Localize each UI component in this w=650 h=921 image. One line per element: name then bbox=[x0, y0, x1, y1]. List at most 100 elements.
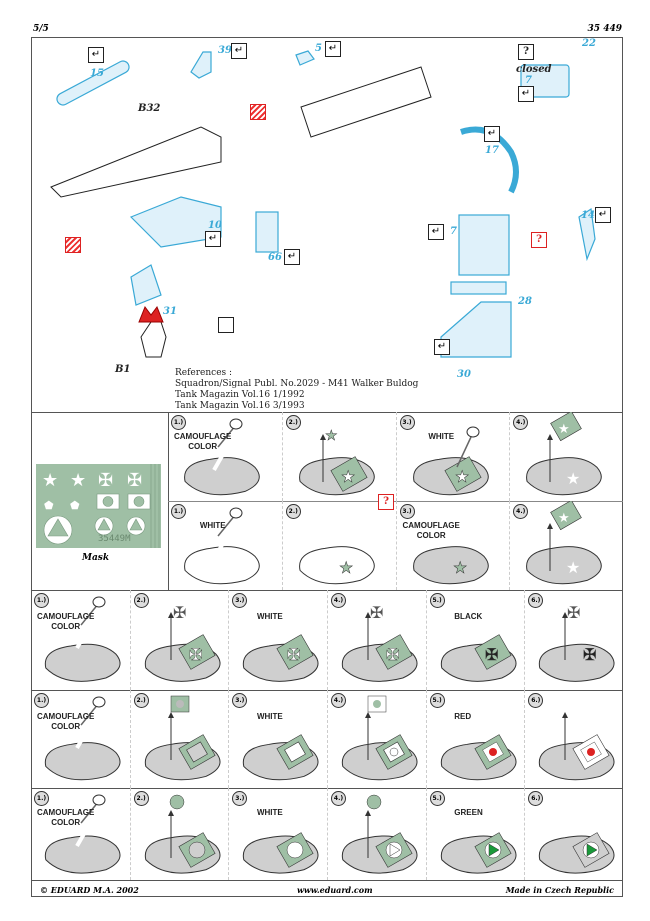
step-number: 1.) bbox=[171, 504, 186, 519]
step-illustration: ✠ bbox=[440, 634, 517, 682]
step-illustration bbox=[144, 695, 221, 781]
step-illustration: ✠✠ bbox=[341, 603, 418, 682]
step-number: 2.) bbox=[133, 693, 149, 708]
painting-step: 4.) bbox=[327, 788, 427, 880]
step-illustration: ★ bbox=[298, 546, 375, 585]
painting-step: ★★ 4.) bbox=[509, 412, 624, 501]
reference-line: Tank Magazin Vol.16 1/1992 bbox=[175, 390, 305, 400]
painting-step: 2.) bbox=[129, 690, 230, 788]
step-illustration: ★★ bbox=[526, 412, 603, 496]
step-color-label: WHITE bbox=[256, 808, 283, 818]
step-number: 1.) bbox=[34, 693, 49, 708]
step-number: 3.) bbox=[232, 593, 248, 608]
part-b1-red bbox=[138, 305, 164, 323]
step-color-label: BLACK bbox=[454, 612, 483, 621]
kit-number: 35 449 bbox=[587, 24, 622, 34]
svg-text:✠: ✠ bbox=[98, 470, 113, 491]
step-number: 5.) bbox=[429, 593, 445, 608]
svg-text:★: ★ bbox=[339, 558, 353, 577]
step-number: 4.) bbox=[331, 593, 346, 608]
painting-step: 2.) bbox=[129, 788, 230, 880]
bend-icon: ↵ bbox=[484, 126, 500, 142]
bend-icon: ↵ bbox=[205, 231, 221, 247]
step-number: 3.) bbox=[399, 504, 415, 519]
bend-icon: ↵ bbox=[325, 41, 341, 57]
instruction-frame bbox=[31, 37, 623, 897]
bend-icon: ↵ bbox=[595, 207, 611, 223]
svg-text:★: ★ bbox=[341, 467, 355, 486]
step-number: 2.) bbox=[133, 791, 149, 806]
step-number: 4.) bbox=[513, 415, 529, 430]
step-illustration bbox=[341, 695, 418, 781]
step-illustration bbox=[184, 507, 260, 585]
painting-step: ★★ 2.) bbox=[281, 412, 397, 501]
step-number: 6.) bbox=[528, 791, 544, 806]
painting-step: 4.) bbox=[327, 690, 427, 788]
step-illustration bbox=[243, 734, 319, 781]
step-illustration: ✠✠ bbox=[144, 603, 221, 682]
step-illustration: ★ bbox=[412, 426, 489, 496]
svg-text:⬟: ⬟ bbox=[70, 499, 80, 512]
part-label-39: 39 bbox=[218, 45, 232, 56]
svg-text:★: ★ bbox=[566, 469, 580, 488]
step-illustration bbox=[440, 734, 517, 781]
part-b1-base bbox=[140, 321, 167, 358]
painting-step: 1.) CAMOUFLAGE COLOR bbox=[168, 412, 282, 501]
references: References : Squadron/Signal Publ. No.20… bbox=[175, 368, 418, 412]
part-label-15: 15 bbox=[90, 68, 104, 79]
svg-text:✠: ✠ bbox=[386, 645, 399, 664]
step-number: 1.) bbox=[34, 791, 49, 806]
bend-icon: ↵ bbox=[428, 224, 444, 240]
step-illustration bbox=[440, 832, 517, 874]
part-label-14: 14 bbox=[581, 210, 595, 221]
part-label-22: 22 bbox=[582, 38, 596, 49]
step-illustration: ★ bbox=[412, 546, 489, 585]
step-illustration bbox=[341, 794, 418, 874]
painting-step: ✠ 3.) WHITE bbox=[228, 590, 328, 690]
step-illustration bbox=[539, 832, 615, 874]
part-label-66: 66 bbox=[268, 252, 282, 263]
painting-step: 1.) CAMOUFLAGE COLOR bbox=[31, 690, 130, 788]
painting-step: ✠✠ 4.) bbox=[327, 590, 427, 690]
bend-icon: ↵ bbox=[284, 249, 300, 265]
painting-step: ★★ 4.) bbox=[509, 501, 624, 590]
step-illustration bbox=[44, 696, 121, 781]
step-color-label: WHITE bbox=[256, 612, 283, 621]
bend-icon: ↵ bbox=[231, 43, 247, 59]
reference-line: Squadron/Signal Publ. No.2029 - M41 Walk… bbox=[175, 379, 419, 389]
svg-text:★: ★ bbox=[70, 470, 86, 491]
paint-red-icon bbox=[65, 237, 81, 253]
svg-text:★: ★ bbox=[453, 558, 467, 577]
painting-step: 1.) CAMOUFLAGE COLOR bbox=[31, 788, 130, 880]
svg-text:✠: ✠ bbox=[173, 603, 186, 622]
svg-text:✠: ✠ bbox=[287, 645, 300, 664]
part-31-shape bbox=[130, 264, 162, 306]
part-17-shape bbox=[460, 126, 519, 194]
copyright: © EDUARD M.A. 2002 bbox=[40, 885, 139, 895]
step-number: 2.) bbox=[285, 504, 301, 519]
part-label-17: 17 bbox=[485, 145, 499, 156]
svg-text:✠: ✠ bbox=[370, 603, 383, 622]
machine-gun-barrel bbox=[50, 126, 222, 198]
painting-step: ✠✠ 2.) bbox=[129, 590, 230, 690]
question-red-icon: ? bbox=[531, 232, 547, 248]
painting-step: ★ 3.) CAMOUFLAGE COLOR bbox=[395, 501, 511, 590]
step-illustration: ✠ bbox=[243, 634, 319, 682]
painting-step: ★ 3.) WHITE bbox=[395, 412, 511, 501]
svg-text:✠: ✠ bbox=[567, 603, 580, 622]
step-color-label: CAMOUFLAGE COLOR bbox=[37, 711, 95, 731]
step-color-label: CAMOUFLAGE COLOR bbox=[174, 431, 232, 451]
svg-text:✠: ✠ bbox=[189, 645, 202, 664]
step-illustration: ✠✠ bbox=[539, 603, 615, 682]
painting-step: 5.) RED bbox=[425, 690, 526, 788]
part-label-7-mid: 7 bbox=[450, 226, 457, 237]
step-number: 1.) bbox=[171, 415, 186, 430]
part-label-10: 10 bbox=[208, 220, 222, 231]
wire-icon bbox=[218, 317, 234, 333]
painting-step: 6.) bbox=[524, 788, 624, 880]
painting-step: ✠ 5.) BLACK bbox=[425, 590, 526, 690]
part-7-housing bbox=[458, 214, 510, 276]
painting-step: 3.) WHITE bbox=[228, 788, 328, 880]
mask-label: Mask bbox=[82, 553, 110, 563]
